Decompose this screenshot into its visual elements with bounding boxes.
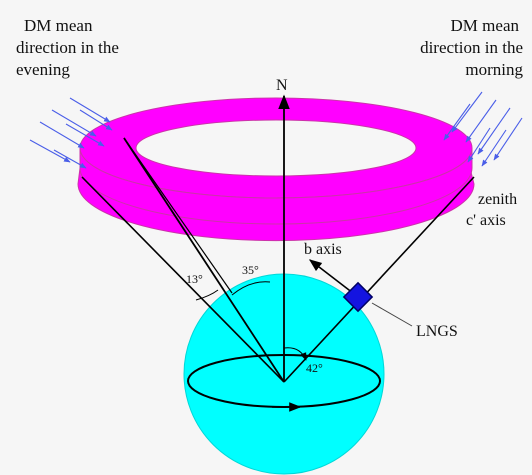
angle-arc-13	[195, 289, 219, 301]
evening-label-line1: DM mean	[24, 16, 93, 35]
c-axis-label: c' axis	[466, 212, 506, 229]
evening-wind-arrows	[29, 97, 113, 169]
angle-label-42: 42°	[306, 361, 323, 375]
dm-direction-line	[123, 137, 285, 383]
lngs-label: LNGS	[416, 323, 458, 340]
lngs-leader-line	[371, 302, 413, 327]
cone-left-line	[81, 176, 285, 383]
north-label: N	[276, 77, 288, 94]
morning-wind-arrows	[443, 91, 523, 167]
dm-ring-front	[79, 147, 473, 225]
b-axis-label: b axis	[304, 241, 342, 258]
angle-label-35: 35°	[242, 263, 259, 277]
evening-label-line3: evening	[16, 60, 70, 79]
morning-label-line3: morning	[465, 60, 523, 79]
evening-label-line2: direction in the	[16, 38, 119, 57]
cone-right-line	[283, 176, 475, 383]
angle-arc-35	[231, 281, 271, 296]
angle-arc-42	[283, 347, 307, 361]
dm-ring-opening	[135, 119, 417, 177]
angle-label-13: 13°	[186, 272, 203, 286]
back-cone-left	[123, 137, 233, 294]
lngs-detector	[342, 281, 374, 313]
morning-label-line2: direction in the	[420, 38, 523, 57]
morning-label-line1: DM mean	[451, 16, 520, 35]
zenith-label: zenith	[478, 191, 517, 208]
